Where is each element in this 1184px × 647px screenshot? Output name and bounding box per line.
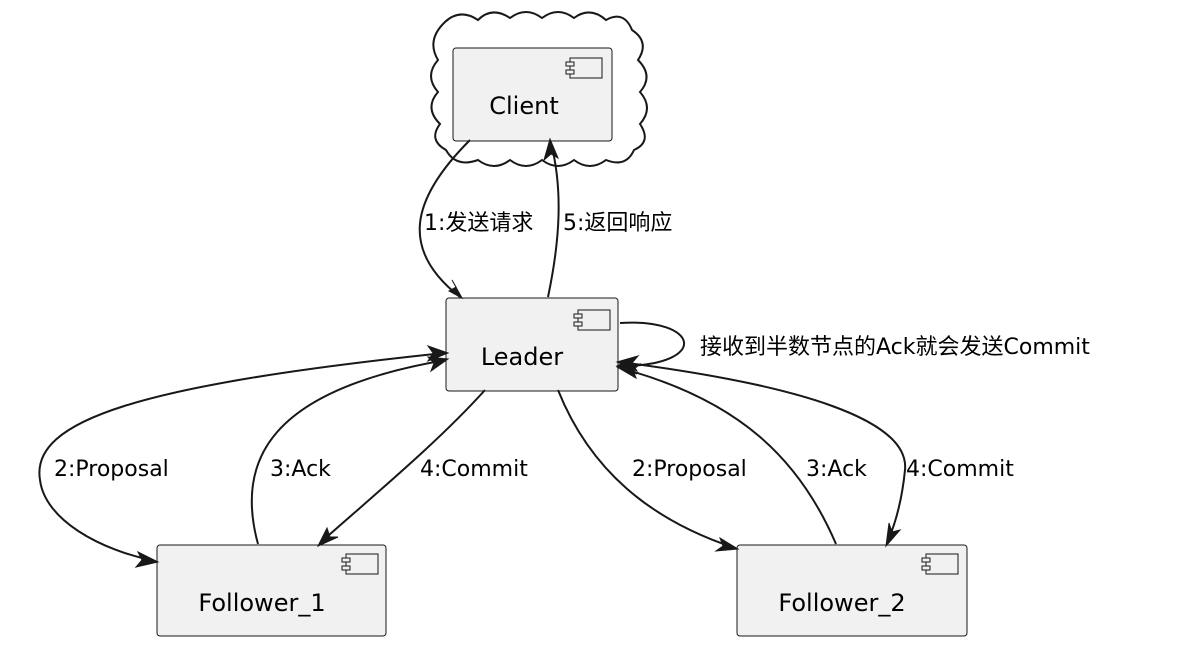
edge-return-response: 5:返回响应 [543, 137, 672, 298]
follower-2-label: Follower_2 [778, 589, 905, 617]
component-icon [565, 57, 603, 79]
edge-f2-proposal: 2:Proposal [557, 389, 747, 552]
edge-label-f2-proposal: 2:Proposal [632, 457, 747, 482]
follower-1-label: Follower_1 [198, 589, 325, 617]
edge-label-f2-ack: 3:Ack [806, 457, 867, 482]
follower-2-node[interactable]: Follower_2 [736, 544, 968, 637]
edge-label-leader-self: 接收到半数节点的Ack就会发送Commit [700, 335, 1090, 360]
edge-f2-commit: 4:Commit [615, 355, 1014, 548]
leader-node[interactable]: Leader [445, 297, 619, 392]
component-icon [341, 553, 379, 575]
edge-label-send-request: 1:发送请求 [424, 211, 533, 236]
edge-leader-self: 接收到半数节点的Ack就会发送Commit [615, 321, 1090, 375]
edge-f1-commit: 4:Commit [316, 389, 528, 548]
follower-1-node[interactable]: Follower_1 [156, 544, 387, 637]
component-icon [921, 553, 959, 575]
edge-label-f1-proposal: 2:Proposal [54, 457, 169, 482]
edge-f1-proposal: 2:Proposal [38, 345, 450, 568]
edge-send-request: 1:发送请求 [418, 139, 533, 300]
edge-label-f1-commit: 4:Commit [420, 457, 528, 482]
client-label: Client [489, 92, 558, 120]
edge-label-f1-ack: 3:Ack [270, 457, 331, 482]
component-icon [573, 309, 611, 331]
edge-label-return-response: 5:返回响应 [563, 211, 672, 236]
edge-f1-ack: 3:Ack [250, 356, 450, 545]
edge-f2-ack: 3:Ack [615, 363, 867, 545]
edge-label-f2-commit: 4:Commit [906, 457, 1014, 482]
client-node[interactable]: Client [452, 47, 613, 142]
leader-label: Leader [481, 343, 563, 371]
